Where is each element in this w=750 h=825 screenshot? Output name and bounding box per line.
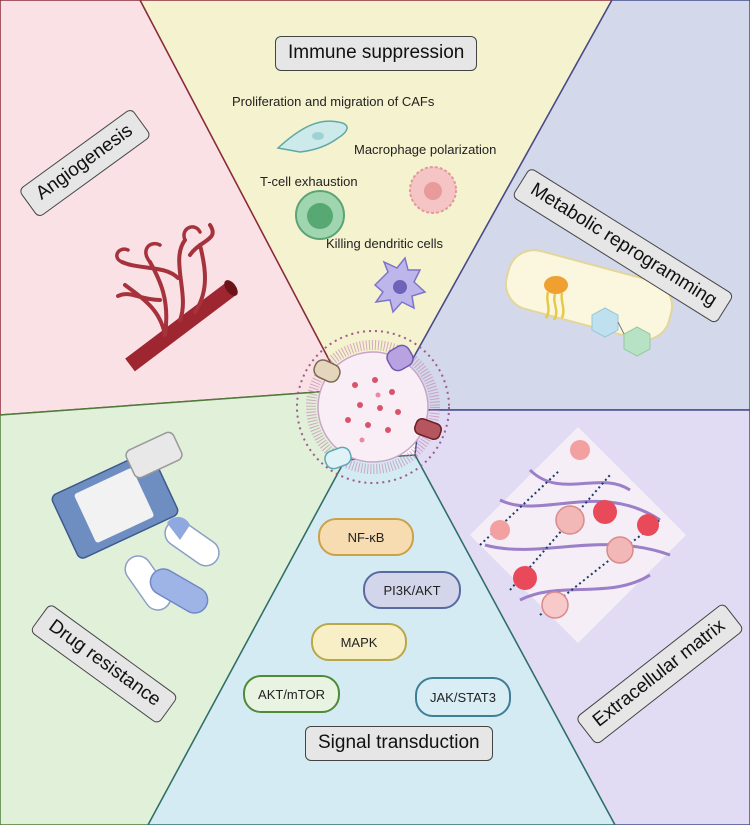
label-cafs: Proliferation and migration of CAFs bbox=[232, 94, 435, 109]
extracellular-matrix-icon bbox=[470, 427, 686, 643]
pathway-jak-stat3: JAK/STAT3 bbox=[415, 677, 511, 717]
caf-cell-icon bbox=[276, 120, 348, 153]
t-cell-icon bbox=[295, 190, 345, 240]
pathway-mapk: MAPK bbox=[311, 623, 407, 661]
pathway-akt-mtor: AKT/mTOR bbox=[243, 675, 340, 713]
macrophage-icon bbox=[409, 166, 457, 214]
metabolic-panel-icon bbox=[504, 249, 674, 357]
dendritic-cell-icon bbox=[373, 256, 427, 314]
drug-bottle-icon bbox=[51, 431, 183, 559]
tumor-cell-icon bbox=[296, 330, 450, 484]
label-dendritic-cells: Killing dendritic cells bbox=[326, 236, 444, 251]
label-t-cell-exhaustion: T-cell exhaustion bbox=[260, 174, 358, 189]
blood-vessel-icon bbox=[115, 223, 238, 372]
immune-suppression-title: Immune suppression bbox=[275, 36, 478, 71]
pathway-nfkb: NF-κB bbox=[318, 518, 414, 556]
pathway-pi3k-akt: PI3K/AKT bbox=[363, 571, 461, 609]
signal-transduction-title: Signal transduction bbox=[305, 726, 493, 761]
capsules-icon bbox=[124, 516, 220, 614]
label-macrophage-polarization: Macrophage polarization bbox=[354, 142, 497, 157]
